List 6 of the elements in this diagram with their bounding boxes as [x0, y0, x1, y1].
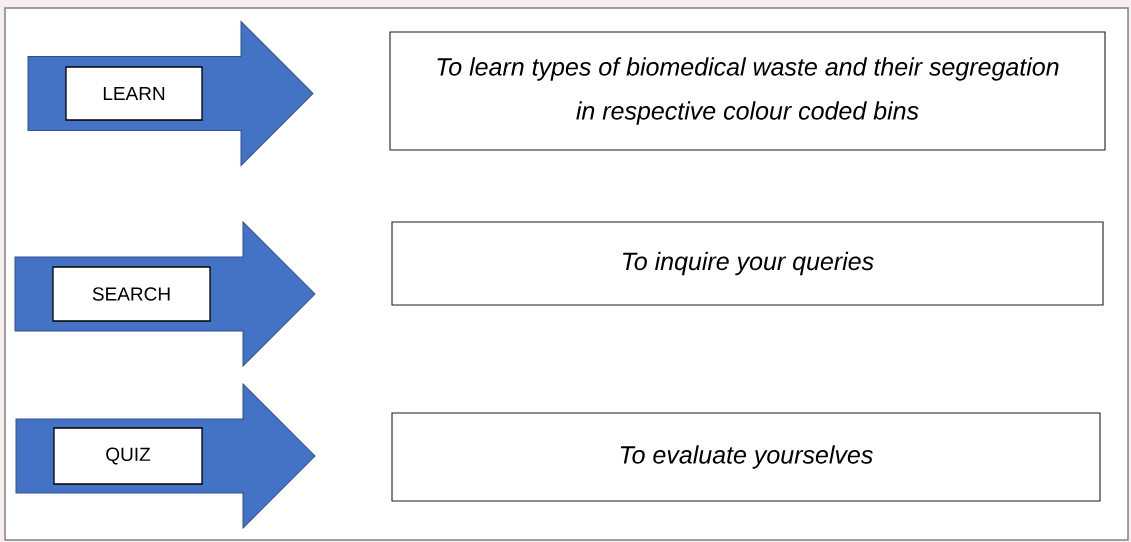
label-box: SEARCH — [52, 266, 211, 322]
description-box: To inquire your queries — [391, 221, 1104, 306]
label-box: LEARN — [65, 66, 203, 121]
description-box: To evaluate yourselves — [391, 412, 1101, 502]
label-box: QUIZ — [53, 427, 203, 485]
description-box: To learn types of biomedical waste and their segregation in respective colour coded bins — [389, 31, 1106, 151]
